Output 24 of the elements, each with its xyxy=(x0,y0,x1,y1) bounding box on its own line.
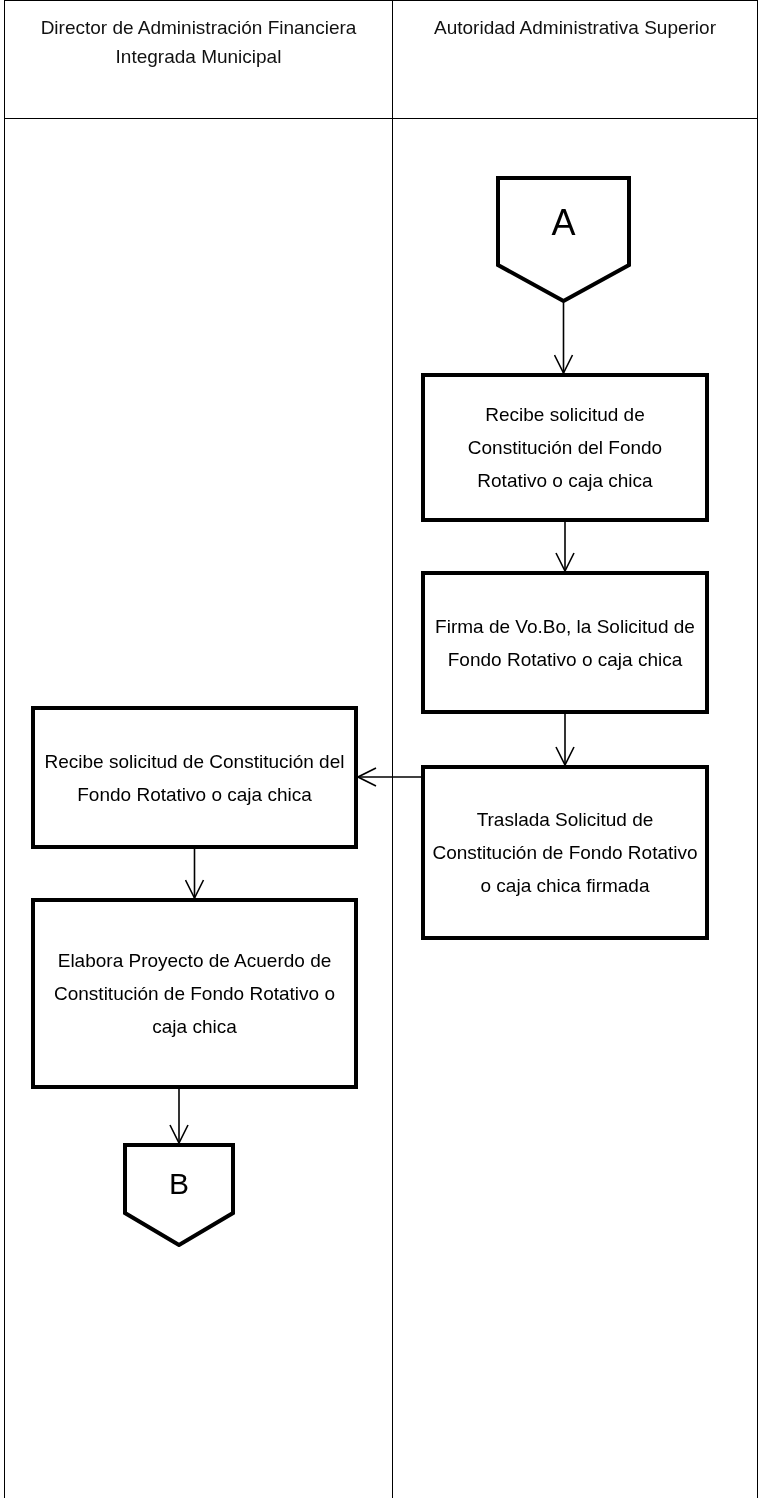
process-box xyxy=(31,898,358,1089)
process-box xyxy=(421,765,709,940)
lane-header: Autoridad Administrativa Superior xyxy=(434,16,716,40)
process-text: Recibe solicitud de Constitución del Fondo Rotativo o caja chica xyxy=(43,749,346,807)
process-box xyxy=(31,706,358,849)
process-box xyxy=(421,373,709,522)
off-page-connector xyxy=(123,1143,235,1247)
process-text: Firma de Vo.Bo, la Solicitud de Fondo Rotativo o caja chica xyxy=(434,614,696,672)
process-text: Elabora Proyecto de Acuerdo de Constitución de Fondo Rotativo o caja chica xyxy=(53,949,336,1039)
swimlane xyxy=(392,0,758,1498)
arrow xyxy=(555,521,575,572)
arrow xyxy=(553,302,574,374)
connector-label: B xyxy=(168,1167,190,1201)
arrow xyxy=(555,713,575,766)
process-text: Recibe solicitud de Constitución del Fondo Rotativo o caja chica xyxy=(466,403,664,493)
process-text: Traslada Solicitud de Constitución de Fondo Rotativo o caja chica firmada xyxy=(431,808,699,898)
process-box xyxy=(421,571,709,714)
arrow xyxy=(184,848,205,899)
arrow xyxy=(169,1088,189,1144)
connector-label: A xyxy=(550,202,577,244)
arrow xyxy=(357,767,422,787)
lane-header: Director de Administración Financiera Integrada Municipal xyxy=(39,16,358,69)
off-page-connector xyxy=(496,176,631,303)
swimlane xyxy=(4,0,393,1498)
